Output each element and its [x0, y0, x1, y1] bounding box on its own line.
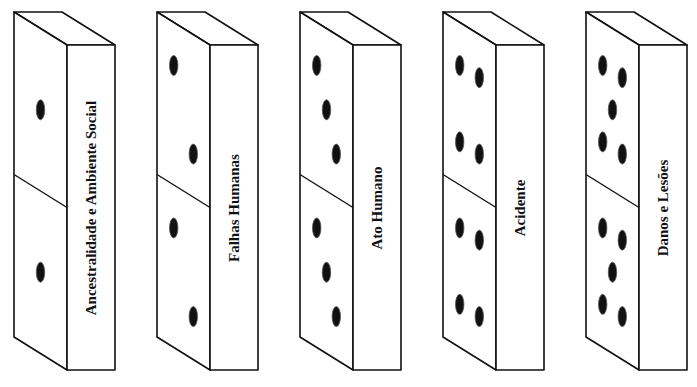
- domino-outline: [584, 10, 690, 378]
- domino-outline: [155, 10, 261, 378]
- domino-pip: [332, 307, 340, 327]
- domino-pip: [618, 230, 626, 250]
- domino-pip: [170, 218, 178, 238]
- domino-pip: [456, 218, 464, 238]
- domino-pip-face: [157, 12, 210, 370]
- domino-pip: [599, 218, 607, 238]
- domino-pip: [170, 55, 178, 75]
- domino-pip: [36, 262, 44, 282]
- domino-divider: [300, 175, 353, 208]
- domino-block: Ato Humano: [298, 10, 404, 378]
- domino-label-text: Acidente: [512, 179, 529, 236]
- domino-pip: [608, 100, 616, 120]
- domino-pip: [475, 144, 483, 164]
- domino-label: Ato Humano: [353, 63, 401, 353]
- domino-side-face: [210, 45, 258, 370]
- domino-pip-face: [443, 12, 496, 370]
- domino-label-text: Falhas Humanas: [226, 154, 243, 262]
- domino-pip: [456, 132, 464, 152]
- domino-pip-face: [586, 12, 639, 370]
- domino-pip: [618, 307, 626, 327]
- domino-side-face: [496, 45, 544, 370]
- domino-divider: [443, 175, 496, 208]
- domino-label: Acidente: [496, 63, 544, 353]
- domino-pip: [618, 68, 626, 88]
- domino-side-face: [353, 45, 401, 370]
- domino-pip: [313, 55, 321, 75]
- domino-label-text: Ancestralidade e Ambiente Social: [83, 100, 100, 315]
- domino-divider: [14, 175, 67, 208]
- domino-pip: [475, 230, 483, 250]
- domino-block: Ancestralidade e Ambiente Social: [12, 10, 118, 378]
- domino-pip: [599, 294, 607, 314]
- domino-outline: [12, 10, 118, 378]
- domino-label-text: Danos e Lesões: [655, 159, 672, 256]
- domino-outline: [441, 10, 547, 378]
- domino-label: Ancestralidade e Ambiente Social: [67, 63, 115, 353]
- domino-pip: [475, 307, 483, 327]
- domino-pip: [36, 100, 44, 120]
- domino-pip: [322, 262, 330, 282]
- domino-divider: [586, 175, 639, 208]
- domino-pip: [189, 307, 197, 327]
- domino-block: Falhas Humanas: [155, 10, 261, 378]
- domino-pip: [608, 262, 616, 282]
- domino-pip: [599, 55, 607, 75]
- domino-pip: [322, 100, 330, 120]
- domino-side-face: [67, 45, 115, 370]
- domino-label: Falhas Humanas: [210, 63, 258, 353]
- domino-pip: [456, 55, 464, 75]
- domino-pip: [189, 144, 197, 164]
- domino-pip-face: [14, 12, 67, 370]
- domino-pip: [456, 294, 464, 314]
- domino-pip: [618, 144, 626, 164]
- domino-side-face: [639, 45, 687, 370]
- domino-pip: [599, 132, 607, 152]
- domino-pip-face: [300, 12, 353, 370]
- domino-outline: [298, 10, 404, 378]
- domino-pip: [332, 144, 340, 164]
- domino-label-text: Ato Humano: [369, 166, 386, 249]
- domino-block: Danos e Lesões: [584, 10, 690, 378]
- domino-block: Acidente: [441, 10, 547, 378]
- domino-label: Danos e Lesões: [639, 63, 687, 353]
- domino-pip: [475, 68, 483, 88]
- domino-divider: [157, 175, 210, 208]
- domino-pip: [313, 218, 321, 238]
